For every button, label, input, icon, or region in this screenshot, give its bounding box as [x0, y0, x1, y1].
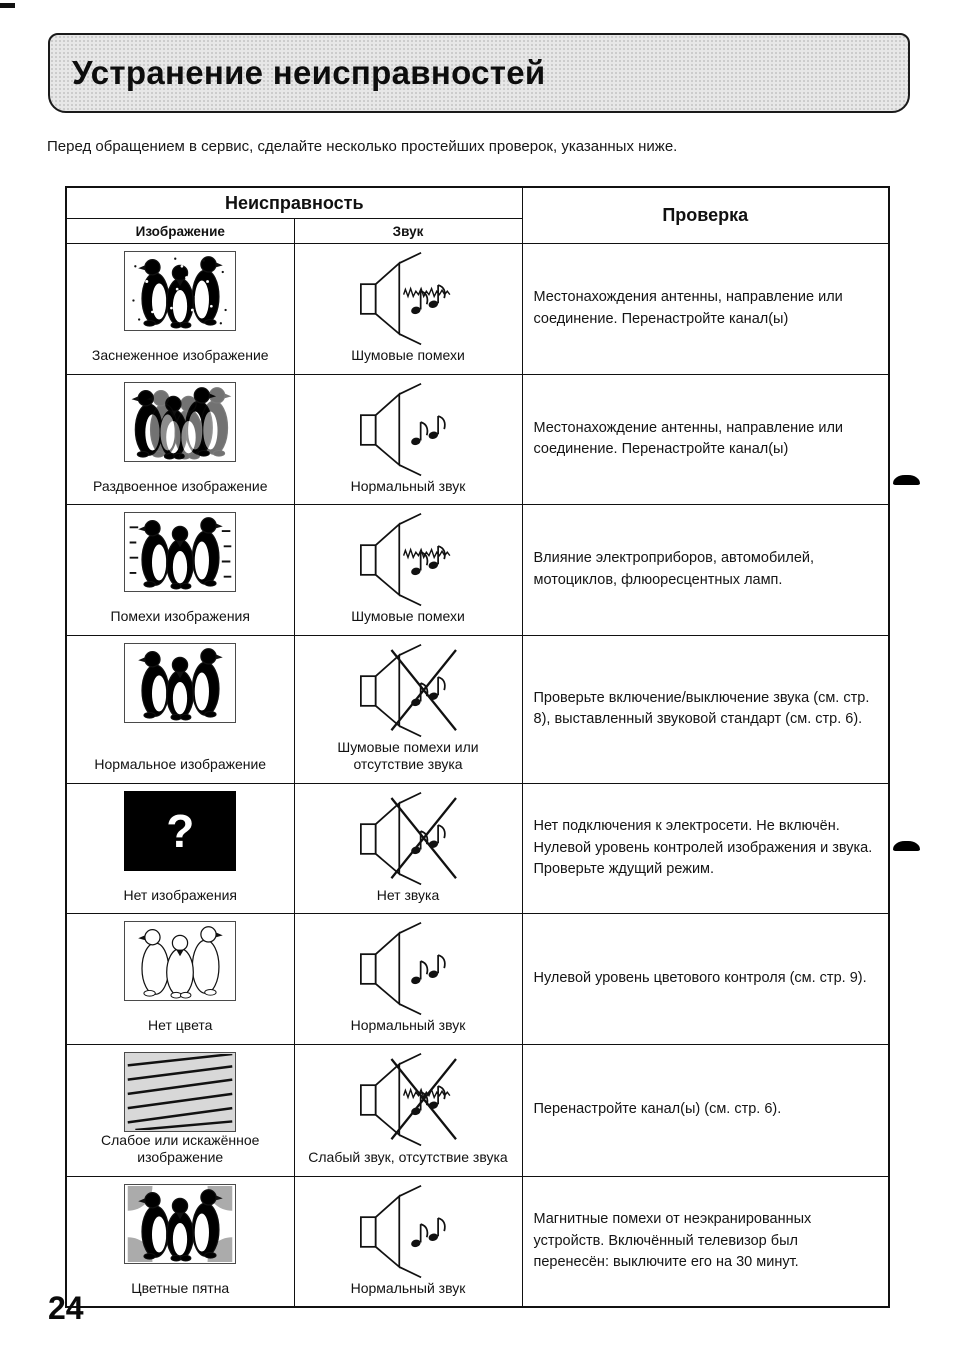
fault-sound-cell: Нормальный звук: [293, 373, 523, 505]
table-subheader-row: Изображение Звук: [65, 218, 889, 244]
column-header-check: Проверка: [521, 186, 890, 244]
check-text: Проверьте включение/выключение звука (см…: [533, 689, 870, 727]
scan-artifact-dash: [0, 3, 15, 8]
fault-sound-cell: Слабый звук, отсутствие звука: [293, 1043, 523, 1177]
intro-text: Перед обращением в сервис, сделайте неск…: [47, 138, 678, 155]
table-row: Слабое или искажённое изображение Слабый…: [65, 1043, 890, 1177]
fault-image-caption: Раздвоенное изображение: [92, 477, 268, 494]
scan-artifact-thumb-mark: [893, 841, 920, 851]
fault-image-caption: Заснеженное изображение: [91, 347, 269, 363]
check-cell: Местонахождение антенны, направление или…: [521, 373, 890, 505]
fault-sound-caption: Нет звука: [376, 886, 440, 903]
check-cell: Нулевой уровень цветового контроля (см. …: [521, 913, 890, 1045]
fault-sound-cell: Шумовые помехи: [293, 243, 523, 375]
page-title: Устранение неисправностей: [72, 54, 546, 91]
fault-sound-caption: Шумовые помехи или отсутствие звука: [337, 738, 479, 773]
speaker-noise-muted-icon: [360, 1052, 458, 1146]
check-text: Влияние электроприборов, автомобилей, мо…: [533, 550, 815, 588]
spotted-penguins-image: [124, 1183, 237, 1264]
table-row: Нет цвета Нормальный звук Нулевой уровен…: [65, 913, 890, 1045]
fault-image-cell: Нормальное изображение: [65, 634, 295, 784]
outline-penguins-image: [124, 921, 237, 1001]
ghost-penguins-image: [124, 381, 237, 462]
check-cell: Проверьте включение/выключение звука (см…: [521, 634, 890, 784]
speaker-muted-icon: [360, 643, 458, 737]
speaker-notes-icon: [360, 382, 446, 476]
fault-image-cell: ? Нет изображения: [65, 782, 295, 914]
speaker-notes-icon: [360, 921, 446, 1016]
fault-image-caption: Нормальное изображение: [94, 756, 267, 772]
fault-image-cell: Раздвоенное изображение: [65, 373, 295, 505]
fault-image-caption: Цветные пятна: [131, 1279, 230, 1296]
fault-sound-caption: Шумовые помехи: [351, 347, 465, 363]
question-mark-glyph: ?: [166, 804, 195, 857]
page-number: 24: [48, 1290, 84, 1326]
normal-penguins-image: [124, 642, 237, 723]
check-cell: Местонахождения антенны, направление или…: [521, 243, 890, 375]
fault-image-caption: Помехи изображения: [110, 608, 250, 624]
fault-sound-caption: Нормальный звук: [350, 1017, 466, 1033]
table-header-row: Неисправность Проверка: [65, 186, 890, 244]
fault-sound-caption: Нормальный звук: [350, 477, 466, 494]
fault-sound-caption: Слабый звук, отсутствие звука: [308, 1149, 508, 1165]
fault-sound-cell: Шумовые помехи: [293, 504, 523, 636]
fault-sound-cell: Нормальный звук: [293, 1175, 523, 1308]
fault-image-cell: Заснеженное изображение: [65, 243, 295, 375]
fault-image-cell: Помехи изображения: [65, 504, 295, 636]
question-mark-image: ?: [124, 790, 237, 871]
section-title-bar: Устранение неисправностей: [48, 33, 910, 113]
table-row: Цветные пятна Нормальный звук Магнитные …: [65, 1175, 890, 1308]
check-cell: Перенастройте канал(ы) (см. стр. 6).: [521, 1043, 890, 1177]
interference-penguins-image: [124, 512, 237, 592]
check-text: Местонахождения антенны, направление или…: [533, 289, 843, 327]
fault-sound-caption: Шумовые помехи: [351, 608, 465, 624]
speaker-noise-icon: [360, 512, 451, 607]
check-text: Перенастройте канал(ы) (см. стр. 6).: [533, 1101, 782, 1118]
column-header-image: Изображение: [65, 218, 295, 244]
table-row: Нормальное изображение Шумовые помехи ил…: [65, 634, 890, 784]
fault-sound-caption: Нормальный звук: [350, 1279, 466, 1296]
fault-image-cell: Цветные пятна: [65, 1175, 295, 1308]
fault-sound-cell: Шумовые помехи или отсутствие звука: [293, 634, 523, 784]
check-cell: Магнитные помехи от неэкранированных уст…: [521, 1175, 890, 1308]
fault-sound-cell: Нет звука: [293, 782, 523, 914]
fault-image-cell: Слабое или искажённое изображение: [65, 1043, 295, 1177]
fault-image-caption: Нет изображения: [123, 886, 237, 903]
snowy-penguins-image: [124, 251, 237, 331]
check-text: Местонахождение антенны, направление или…: [533, 419, 844, 458]
check-text: Магнитные помехи от неэкранированных уст…: [533, 1211, 812, 1270]
table-row: Раздвоенное изображение Нормальный звук …: [65, 373, 890, 505]
speaker-muted-icon: [360, 791, 458, 885]
check-text: Нет подключения к электросети. Не включё…: [533, 818, 873, 877]
fault-image-cell: Нет цвета: [65, 913, 295, 1045]
scan-artifact-thumb-mark: [893, 475, 920, 485]
check-cell: Влияние электроприборов, автомобилей, мо…: [521, 504, 890, 636]
table-row: ? Нет изображения Нет звука Нет подключе…: [65, 782, 890, 914]
speaker-noise-icon: [360, 251, 451, 346]
fault-sound-cell: Нормальный звук: [293, 913, 523, 1045]
table-row: Помехи изображения Шумовые помехи Влияни…: [65, 504, 890, 636]
column-header-sound: Звук: [293, 218, 523, 244]
check-cell: Нет подключения к электросети. Не включё…: [521, 782, 890, 914]
troubleshooting-table: Неисправность Проверка Изображение Звук: [65, 186, 890, 1308]
diagonal-stripes-image: [124, 1051, 237, 1132]
table-row: Заснеженное изображение Шумовые помехи М…: [65, 243, 890, 375]
fault-image-caption: Нет цвета: [148, 1017, 213, 1033]
fault-image-caption: Слабое или искажённое изображение: [101, 1131, 260, 1166]
check-text: Нулевой уровень цветового контроля (см. …: [533, 970, 867, 987]
column-header-fault: Неисправность: [65, 186, 523, 219]
speaker-notes-icon: [360, 1184, 446, 1278]
